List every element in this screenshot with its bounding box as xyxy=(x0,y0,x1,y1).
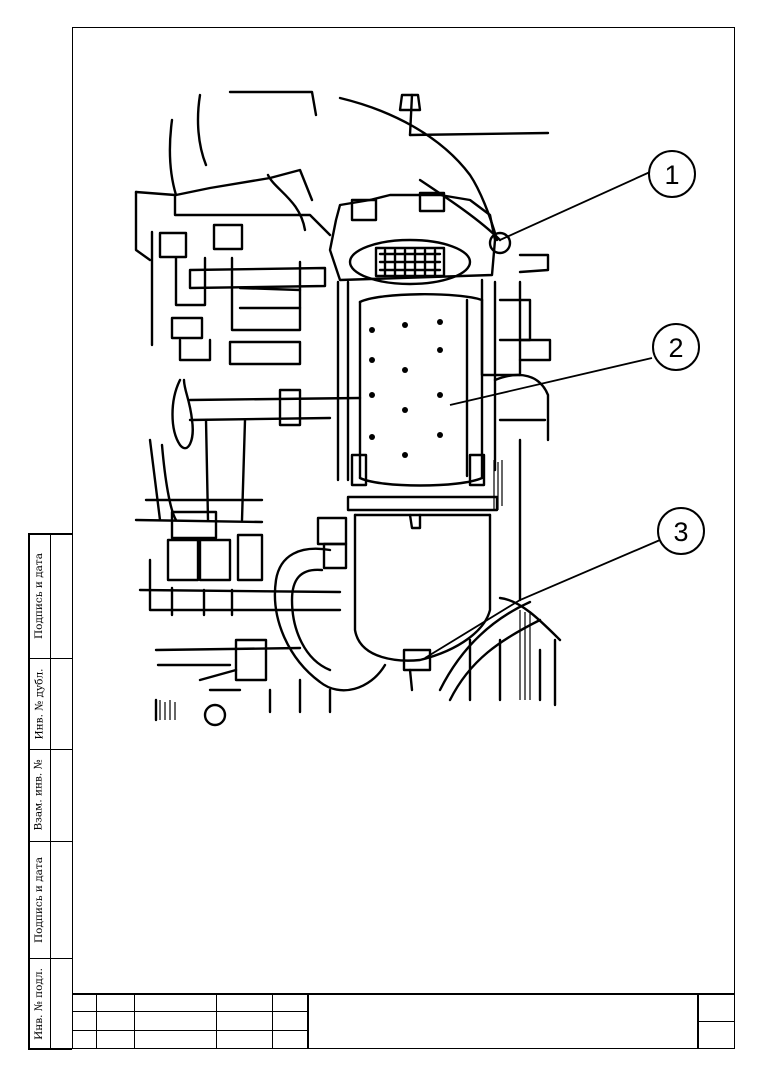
callout-circle-2 xyxy=(652,323,700,371)
callout-label-2: 2 xyxy=(668,333,683,363)
callout-circle-1 xyxy=(648,150,696,198)
drawing-frame xyxy=(72,27,735,1049)
callout-label-1: 1 xyxy=(664,160,679,190)
callout-label-3: 3 xyxy=(673,517,688,547)
callout-circle-3 xyxy=(657,507,705,555)
